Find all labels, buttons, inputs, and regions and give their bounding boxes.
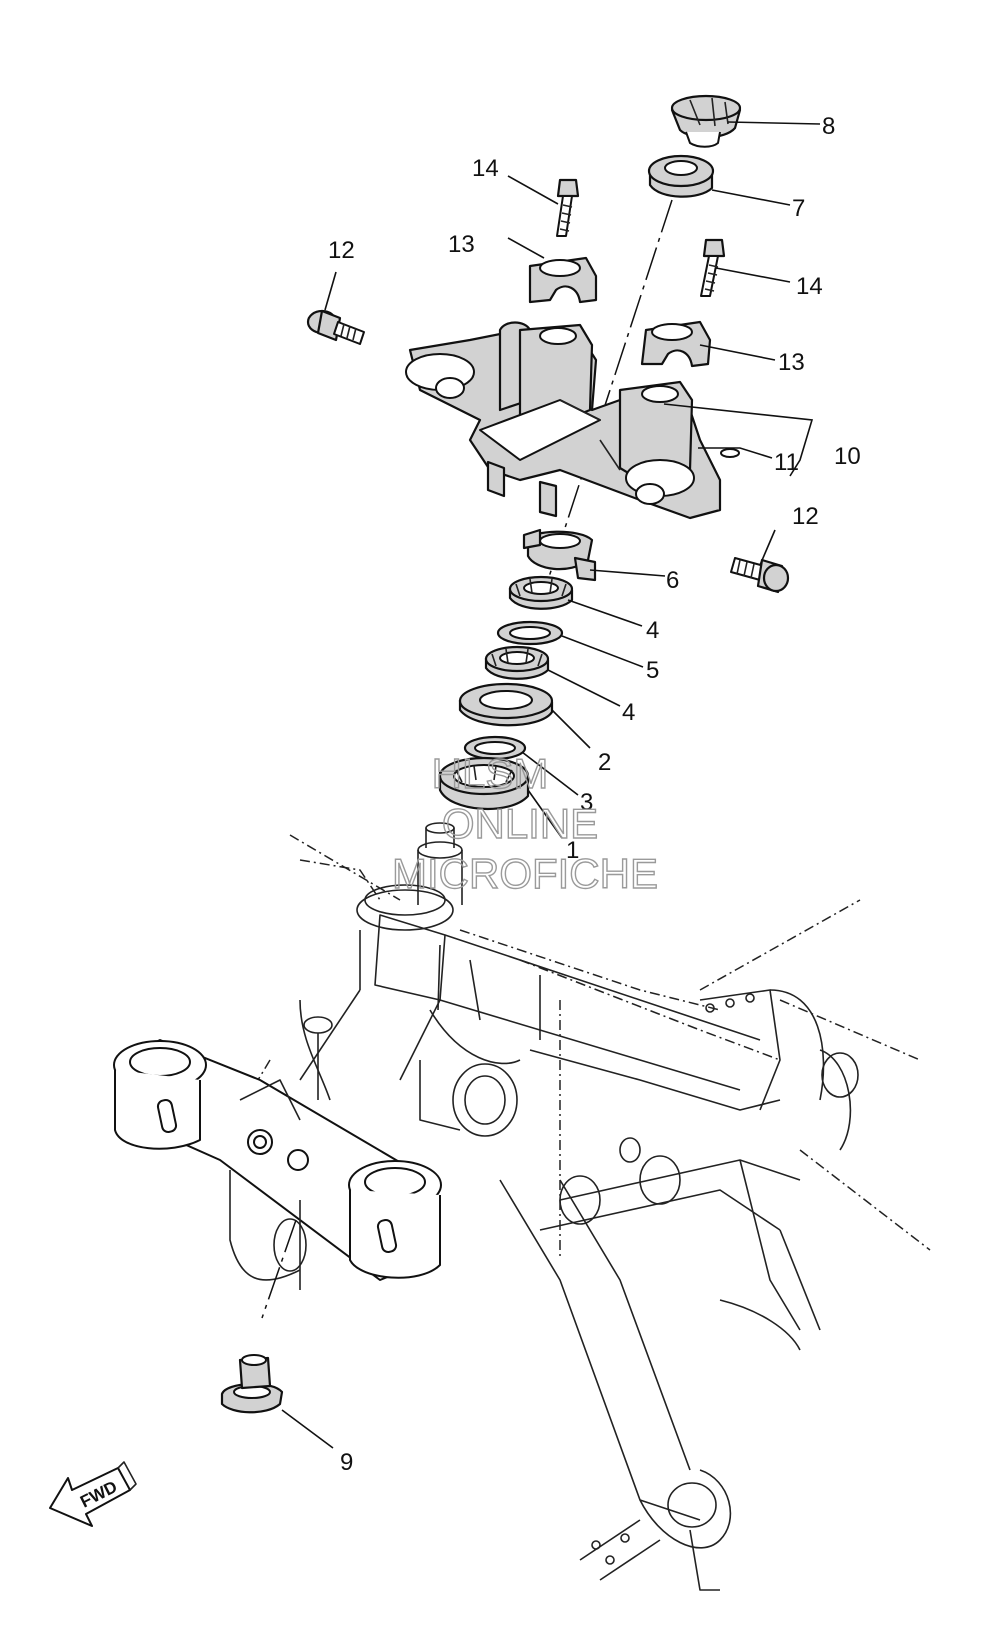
callout-9: 9 [340, 1449, 353, 1476]
fwd-arrow: FWD [49, 1461, 137, 1527]
callout-6: 6 [666, 567, 679, 594]
callout-12-left: 12 [328, 237, 355, 264]
part-14-bolt-lower [700, 238, 726, 297]
callout-5: 5 [646, 657, 659, 684]
callout-11: 11 [774, 449, 799, 476]
callout-14-lower: 14 [796, 273, 823, 300]
lower-bracket [113, 1039, 442, 1290]
watermark-line-3: MICROFICHE [392, 850, 658, 897]
part-6-lock-washer [522, 528, 597, 582]
part-2-dust-seal [458, 682, 554, 727]
callout-14-upper: 14 [472, 155, 499, 182]
part-14-bolt-upper [556, 178, 580, 237]
callout-8: 8 [822, 113, 835, 140]
part-7-nut [647, 154, 715, 198]
part-12-bolt-right [730, 557, 790, 594]
callout-numbers: 8 7 14 14 12 13 13 11 10 12 6 4 5 4 2 3 … [328, 113, 861, 1476]
lower-axis-line [261, 1219, 297, 1319]
part-13-clamp-upper [528, 256, 598, 304]
callout-13-lower: 13 [778, 349, 805, 376]
callout-10: 10 [834, 443, 861, 470]
part-5-washer [496, 620, 564, 646]
callout-3: 3 [580, 789, 593, 816]
part-8-cap [670, 94, 742, 148]
part-13-clamp-lower [640, 320, 712, 368]
leader-lines [281, 121, 821, 1449]
callout-7: 7 [792, 195, 805, 222]
motorcycle-frame [239, 822, 931, 1591]
callout-13-upper: 13 [448, 231, 475, 258]
part-3-seal [463, 735, 527, 761]
part-4-ring-nut-lower [484, 645, 550, 680]
part-10-upper-bracket [405, 321, 722, 520]
callout-1: 1 [566, 837, 579, 864]
part-12-bolt-left [306, 309, 365, 345]
callout-4-lower: 4 [622, 699, 635, 726]
steering-axis-line [547, 199, 673, 581]
part-11-plate [720, 448, 740, 458]
part-9-nut [220, 1354, 284, 1414]
watermark-line-1: HLSM [432, 750, 549, 797]
part-1-bearing [438, 756, 530, 811]
callout-12-right: 12 [792, 503, 819, 530]
watermark: HLSM ONLINE MICROFICHE [391, 749, 658, 897]
part-4-ring-nut-upper [508, 575, 574, 610]
watermark-line-2: ONLINE [442, 800, 598, 847]
callout-2: 2 [598, 749, 611, 776]
callout-4-upper: 4 [646, 617, 659, 644]
